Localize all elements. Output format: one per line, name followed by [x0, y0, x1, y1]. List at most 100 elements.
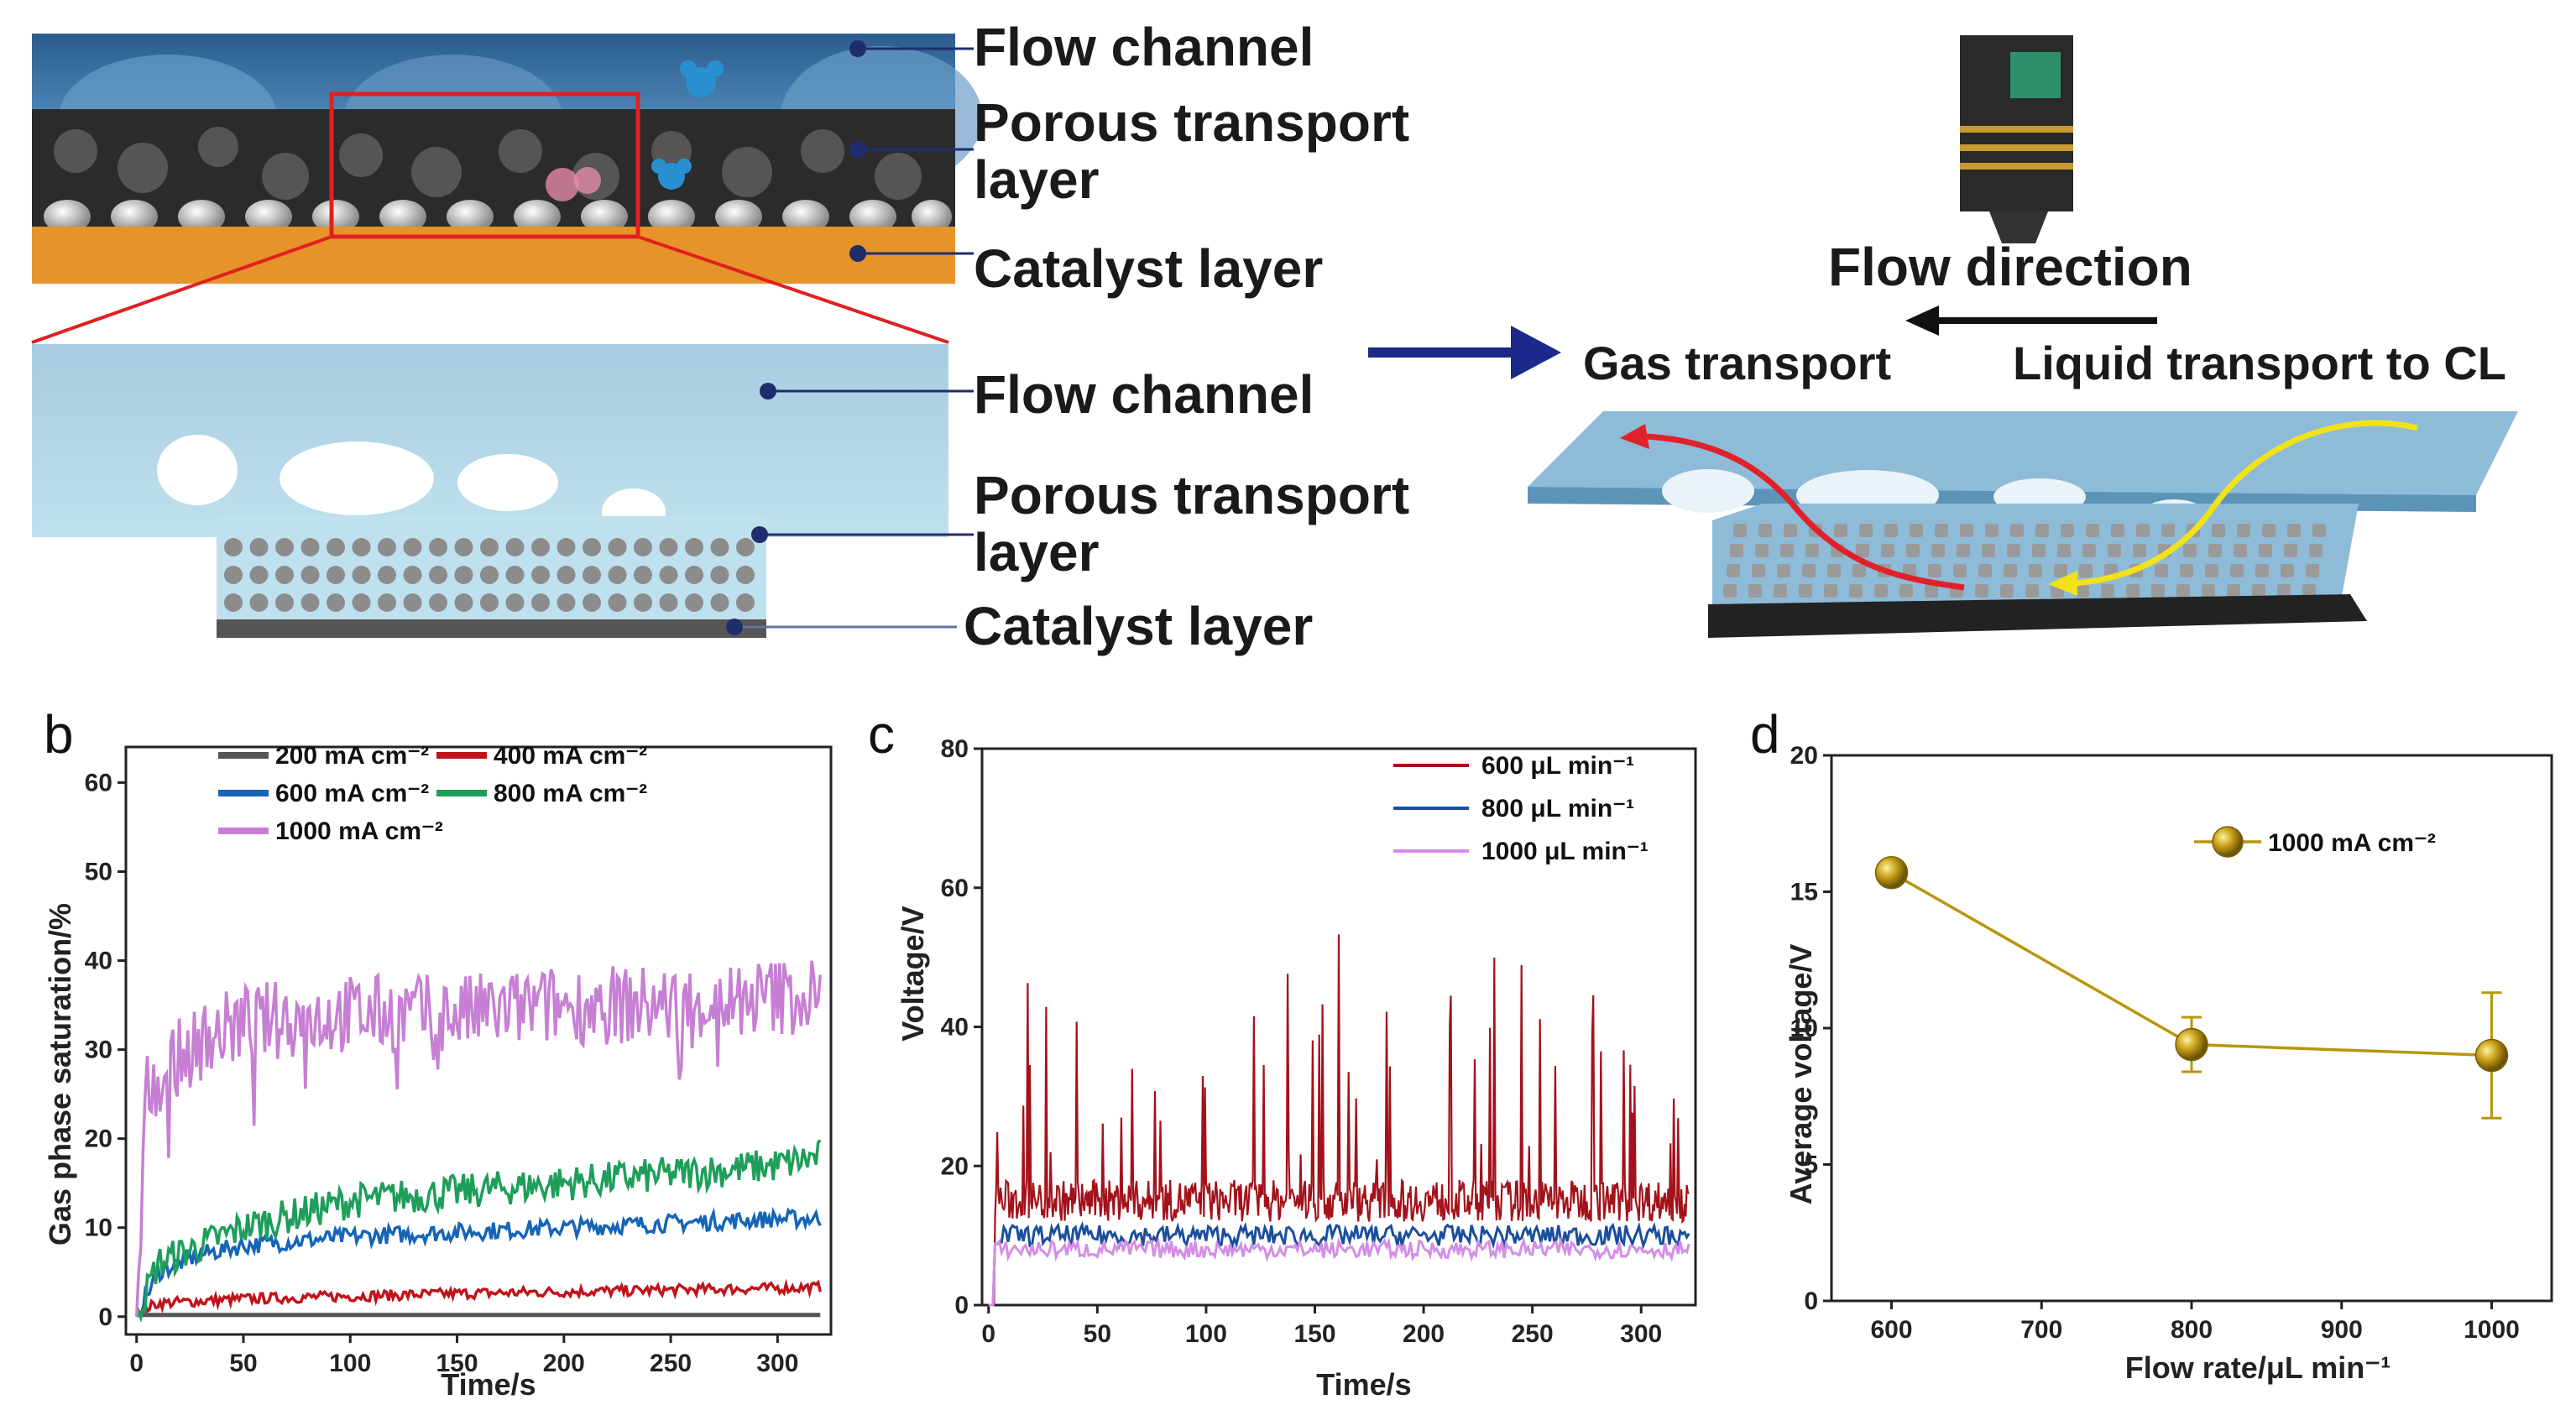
ptl-pillar: [2004, 564, 2017, 577]
ptl-pillar: [685, 593, 703, 612]
ptl-pillar: [2234, 544, 2247, 557]
ptl-pillar: [2136, 524, 2150, 537]
ptl-pillar: [300, 538, 320, 556]
chart-d-ytick-label: 5: [1804, 1152, 1818, 1179]
pump-device: [1960, 35, 2073, 243]
ptl-pillar: [2032, 544, 2046, 557]
chart-c-ylabel: Voltage/V: [896, 906, 930, 1041]
chart-b-legend-label: 1000 mA cm⁻²: [275, 817, 443, 845]
navy-arrow: [1368, 326, 1561, 379]
ptl-pillar: [249, 538, 269, 556]
ptl-pillar: [2035, 524, 2049, 537]
zoom-catalyst-label: Catalyst layer: [964, 596, 1314, 656]
ptl-pillar: [583, 538, 601, 556]
chart-d-point: [2175, 1027, 2208, 1062]
chart-c-ytick-label: 40: [941, 1014, 969, 1042]
top-catalyst-label: Catalyst layer: [974, 238, 1324, 299]
chart-d-legend-marker: [2212, 826, 2244, 858]
ptl-pillar: [1985, 524, 1999, 537]
ptl-pillar: [2108, 544, 2121, 557]
ptl-pillar: [429, 538, 447, 556]
ptl-pillar: [2076, 584, 2089, 598]
chart-d: Average voltage/V Flow rate/μL min⁻¹ 600…: [1784, 742, 2553, 1385]
chart-b-ytick-label: 50: [85, 858, 112, 885]
ptl-pillar: [659, 538, 678, 556]
ptl-pillar: [1723, 584, 1737, 598]
ptl-pillar: [2262, 524, 2276, 537]
ptl-pillar: [2007, 544, 2020, 557]
chart-c-ytick-label: 80: [941, 735, 969, 763]
ptl-pillar: [1899, 584, 1913, 598]
ptl-pillar: [403, 593, 422, 612]
ptl-pillar: [224, 566, 243, 584]
ptl-pillar: [2025, 584, 2039, 598]
ptl-pillar: [1784, 524, 1797, 537]
chart-c-ytick-label: 60: [941, 875, 969, 902]
ptl-pillar: [1824, 584, 1837, 598]
ptl-pillar: [2306, 564, 2319, 577]
chart-b-ylabel: Gas phase saturation/%: [43, 903, 77, 1246]
ptl-pillar: [2176, 584, 2190, 598]
ptl-pillar: [2237, 524, 2250, 537]
chart-b-xtick-label: 300: [756, 1350, 798, 1377]
ptl-pillar: [1827, 564, 1841, 577]
chart-d-ytick-label: 0: [1804, 1287, 1818, 1315]
ptl-pillar: [505, 538, 525, 556]
ptl-pillar: [531, 566, 550, 584]
chart-b-xtick-label: 150: [436, 1350, 478, 1377]
ptl-pillar: [556, 566, 576, 584]
chart-b-ytick-label: 10: [85, 1214, 112, 1242]
chart-c-legend-label: 800 μL min⁻¹: [1481, 795, 1634, 822]
ptl-pillar: [1982, 544, 1995, 557]
ptl-pillar: [1780, 544, 1794, 557]
panel-b-letter: b: [44, 704, 74, 765]
ptl-pillar: [505, 566, 525, 584]
ptl-pillar: [2281, 564, 2294, 577]
chart-c-series-line: [988, 1220, 1690, 1307]
chart-d-ytick-label: 10: [1790, 1015, 1818, 1042]
ptl-pillar: [685, 566, 703, 584]
ptl-pillar: [1733, 524, 1747, 537]
ptl-pillar: [2255, 564, 2269, 577]
ptl-pillar: [480, 593, 499, 612]
ptl-pillar: [1935, 524, 1948, 537]
ptl-pillar: [1748, 584, 1762, 598]
chart-d-ytick-label: 20: [1790, 742, 1818, 770]
ptl-pillar: [327, 538, 345, 556]
ptl-pillar: [2302, 584, 2316, 598]
ptl-pillar: [2230, 564, 2244, 577]
chart-b-legend-label: 600 mA cm⁻²: [275, 780, 429, 807]
chart-c-xtick-label: 300: [1620, 1320, 1662, 1348]
chart-c-xtick-label: 0: [981, 1320, 995, 1348]
ptl-pillar: [634, 538, 652, 556]
ptl-pillar: [1805, 544, 1819, 557]
ptl-pillar: [275, 593, 294, 612]
ptl-pillar: [1802, 564, 1816, 577]
ptl-pillar: [429, 566, 447, 584]
ptl-pillar: [352, 593, 371, 612]
liquid-transport-label: Liquid transport to CL: [2013, 337, 2506, 389]
ptl-pillar: [454, 538, 473, 556]
ptl-pillar: [224, 538, 243, 556]
panel-d-letter: d: [1750, 704, 1780, 765]
ptl-pillar: [327, 566, 345, 584]
chart-b-plot-frame: [124, 745, 833, 1336]
ptl-pillar: [1755, 544, 1769, 557]
chart-b-ytick-label: 0: [98, 1303, 112, 1331]
chart-d-legend-label: 1000 mA cm⁻²: [2268, 829, 2436, 857]
chart-b-xtick-label: 50: [229, 1350, 257, 1377]
chart-c-legend-label: 600 μL min⁻¹: [1481, 752, 1634, 780]
panel-c-letter: c: [868, 704, 895, 765]
ptl-pillar: [454, 593, 473, 612]
chart-d-xtick-label: 800: [2171, 1316, 2213, 1344]
chart-b-series-line: [135, 1206, 822, 1318]
ptl-pillar: [1881, 544, 1894, 557]
ptl-pillar: [710, 538, 729, 556]
flow-direction-arrow: [1905, 306, 2157, 336]
ptl-pillar: [659, 593, 678, 612]
ptl-pillar: [1856, 544, 1869, 557]
chart-c-ytick-label: 0: [954, 1292, 969, 1319]
ptl-pillar: [2057, 544, 2071, 557]
ptl-pillar: [1978, 564, 1992, 577]
chart-d-point: [2474, 1038, 2509, 1073]
